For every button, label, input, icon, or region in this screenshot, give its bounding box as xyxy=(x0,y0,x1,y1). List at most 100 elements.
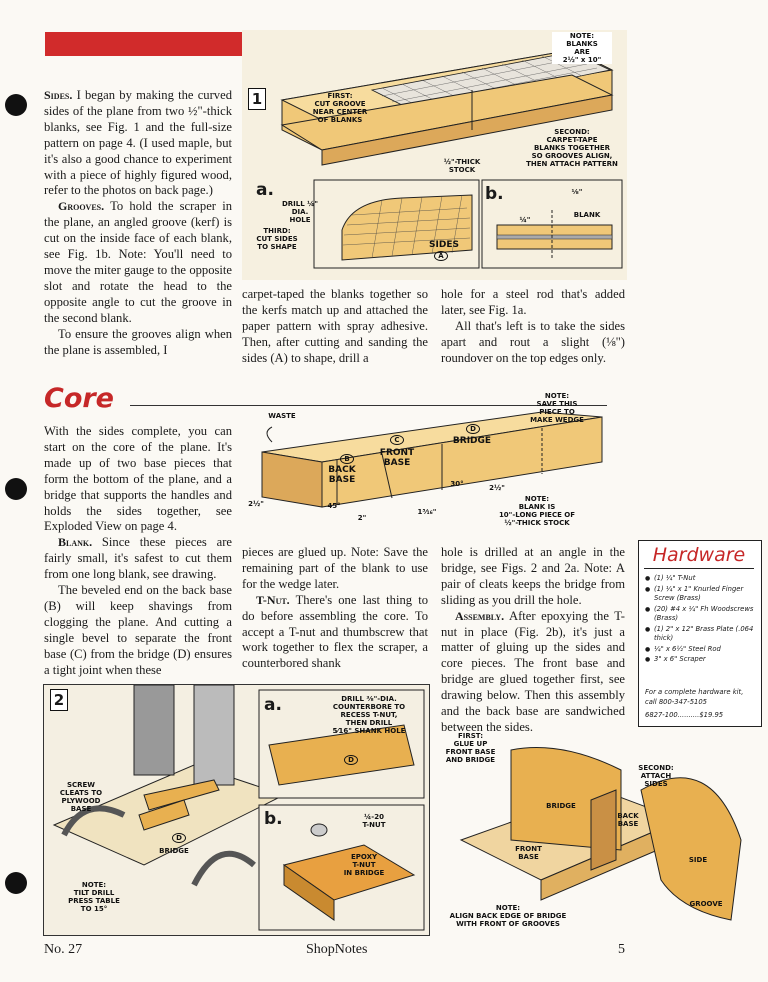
core-col1-p2: Blank. Since these pieces are fairly sma… xyxy=(44,535,232,583)
align-paragraph: To ensure the grooves align when the pla… xyxy=(44,326,232,357)
core-front-label: FRONT BASE xyxy=(379,448,415,468)
fig2b-tnut-label: ¼-20 T-NUT xyxy=(362,813,386,829)
core-note2-label: NOTE: BLANK IS 10"-LONG PIECE OF ½"-THIC… xyxy=(498,495,576,527)
fig1-note-label: NOTE: BLANKS ARE 2½" x 10" xyxy=(552,32,612,64)
hardware-item: ¼" x 6½" Steel Rod xyxy=(645,645,759,655)
punch-hole-middle xyxy=(5,478,27,500)
sides-col3-p2: All that's left is to take the sides apa… xyxy=(441,318,625,365)
tnut-lead: T-Nut. xyxy=(256,592,290,607)
figure-2-drawing xyxy=(52,685,425,931)
fig2b-epoxy-label: EPOXY T-NUT IN BRIDGE xyxy=(343,853,385,877)
figure-1-number: 1 xyxy=(248,88,266,110)
core-heading-rule xyxy=(130,405,607,406)
assembly-figure: FIRST: GLUE UP FRONT BASE AND BRIDGE SEC… xyxy=(441,730,761,940)
core-blank-figure: WASTE NOTE: SAVE THIS PIECE TO MAKE WEDG… xyxy=(242,392,627,542)
figure-1: 1 FIRST: CUT GROOVE NEAR CENTER OF BLANK… xyxy=(242,30,627,280)
hardware-item: (1) 2" x 12" Brass Plate (.064 thick) xyxy=(645,625,759,644)
assembly-front-label: FRONT BASE xyxy=(515,845,542,861)
core-angle45: 45° xyxy=(327,502,341,510)
assembly-text: After epoxying the T-nut in place (Fig. … xyxy=(441,608,625,734)
core-heading: Core xyxy=(44,383,114,414)
hardware-item: (1) ¼" x 1" Knurled Finger Screw (Brass) xyxy=(645,585,759,604)
hardware-footer: For a complete hardware kit, call 800-34… xyxy=(645,688,757,721)
core-dim-height: 2½" xyxy=(248,500,264,508)
assembly-note-label: NOTE: ALIGN BACK EDGE OF BRIDGE WITH FRO… xyxy=(449,904,567,928)
punch-hole-bottom xyxy=(5,872,27,894)
fig2a-marker: D xyxy=(344,755,358,765)
core-back-label: BACK BASE xyxy=(328,465,356,485)
figure-2: 2 SCREW CLEATS TO PLYWOOD BASE D BRIDGE … xyxy=(43,684,430,936)
assembly-back-label: BACK BASE xyxy=(617,812,639,828)
fig1b-letter: b. xyxy=(485,184,504,204)
hardware-title: Hardware xyxy=(644,542,754,569)
grooves-text: To hold the scraper in the plane, an ang… xyxy=(44,199,232,325)
core-col3-p2: Assembly. After epoxying the T-nut in pl… xyxy=(441,609,625,736)
hardware-item: (20) #4 x ¼" Fh Woodscrews (Brass) xyxy=(645,605,759,624)
core-col2-p1: pieces are glued up. Note: Save the rema… xyxy=(242,545,428,591)
hardware-item: 3" x 6" Scraper xyxy=(645,655,759,665)
sides-paragraph: Sides. I began by making the curved side… xyxy=(44,88,232,199)
fig2a-drill-label: DRILL ⅜"-DIA. COUNTERBORE TO RECESS T-NU… xyxy=(332,695,406,735)
core-column-3: hole is drilled at an angle in the bridg… xyxy=(441,545,625,736)
sides-column-1: Sides. I began by making the curved side… xyxy=(44,88,232,358)
grooves-paragraph: Grooves. To hold the scraper in the plan… xyxy=(44,199,232,326)
sides-col3-p1: hole for a steel rod that's added later,… xyxy=(441,287,625,317)
assembly-first-label: FIRST: GLUE UP FRONT BASE AND BRIDGE xyxy=(445,732,496,764)
fig2-note-label: NOTE: TILT DRILL PRESS TABLE TO 15° xyxy=(68,881,120,913)
core-col1-p1: With the sides complete, you can start o… xyxy=(44,424,232,534)
core-col3-p1: hole is drilled at an angle in the bridg… xyxy=(441,545,625,607)
core-bridge-label: BRIDGE xyxy=(452,436,492,446)
hardware-price-line: 6827-100..........$19.95 xyxy=(645,711,724,719)
core-dim-2-5b: 2½" xyxy=(489,484,505,492)
fig1a-drill-label: DRILL ¼" DIA. HOLE xyxy=(281,200,319,224)
core-bridge-marker: D xyxy=(466,424,480,434)
core-blank-drawing xyxy=(261,411,603,508)
core-column-1: With the sides complete, you can start o… xyxy=(44,424,232,679)
fig2a-letter: a. xyxy=(264,695,282,715)
hardware-list: (1) ¼" T-Nut (1) ¼" x 1" Knurled Finger … xyxy=(645,574,759,666)
assembly-drawing xyxy=(459,747,742,921)
fig1b-dim2: ¼" xyxy=(519,216,531,224)
figure-1-drawing xyxy=(280,49,623,269)
core-col2-p2: T-Nut. There's one last thing to do befo… xyxy=(242,593,428,673)
assembly-lead: Assembly. xyxy=(455,608,505,623)
hardware-item: (1) ¼" T-Nut xyxy=(645,574,759,584)
core-column-2: pieces are glued up. Note: Save the rema… xyxy=(242,545,428,672)
core-dim-1-3-16: 1³⁄₁₆" xyxy=(417,508,437,516)
hardware-kit-line: For a complete hardware kit, call 800-34… xyxy=(645,688,744,706)
fig1a-sides-marker: A xyxy=(434,251,448,261)
sides-column-2: carpet-taped the blanks together so the … xyxy=(242,287,428,365)
fig1a-third-label: THIRD: CUT SIDES TO SHAPE xyxy=(256,227,298,251)
tnut-text: There's one last thing to do before asse… xyxy=(242,592,428,671)
assembly-groove-label: GROOVE xyxy=(689,900,723,908)
blank-text: Since these pieces are fairly small, it'… xyxy=(44,535,232,582)
core-angle30: 30° xyxy=(450,480,464,488)
assembly-side-label: SIDE xyxy=(688,856,708,864)
fig2-bridge-label: BRIDGE xyxy=(159,847,189,855)
core-dim-2: 2" xyxy=(357,514,367,522)
footer-page-number: 5 xyxy=(618,942,625,957)
sides-text: I began by making the curved sides of th… xyxy=(44,88,232,198)
fig2-bridge-marker: D xyxy=(172,833,186,843)
punch-hole-top xyxy=(5,94,27,116)
fig1-second-label: SECOND: CARPET-TAPE BLANKS TOGETHER SO G… xyxy=(526,128,618,168)
blank-lead: Blank. xyxy=(58,535,93,550)
hardware-box: Hardware (1) ¼" T-Nut (1) ¼" x 1" Knurle… xyxy=(638,540,762,727)
core-front-marker: C xyxy=(390,435,404,445)
fig2-cleats-label: SCREW CLEATS TO PLYWOOD BASE xyxy=(59,781,103,813)
assembly-bridge-label: BRIDGE xyxy=(546,802,576,810)
fig1b-blank-label: BLANK xyxy=(573,211,601,219)
core-waste-label: WASTE xyxy=(268,412,296,420)
core-note-label: NOTE: SAVE THIS PIECE TO MAKE WEDGE xyxy=(530,392,584,424)
fig1a-sides-label: SIDES xyxy=(429,240,459,250)
footer-issue: No. 27 xyxy=(44,942,83,957)
core-back-marker: B xyxy=(340,454,354,464)
footer-publication: ShopNotes xyxy=(306,942,368,957)
fig1b-dim1: ⅛" xyxy=(571,188,583,196)
fig1-first-label: FIRST: CUT GROOVE NEAR CENTER OF BLANKS xyxy=(312,92,368,124)
fig2b-letter: b. xyxy=(264,809,283,829)
fig1a-letter: a. xyxy=(256,180,274,200)
core-col1-p3: The beveled end on the back base (B) wil… xyxy=(44,583,232,677)
fig1-stock-label: ½"-THICK STOCK xyxy=(443,158,481,174)
sides-column-3: hole for a steel rod that's added later,… xyxy=(441,287,625,367)
